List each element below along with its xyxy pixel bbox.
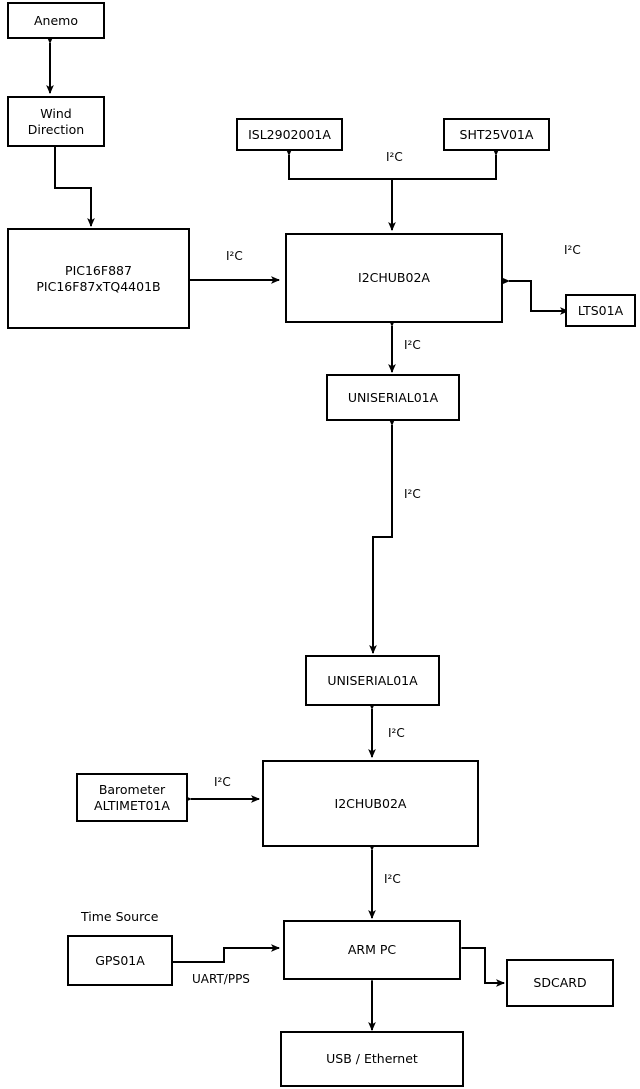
node-barometer-altimet01a-label: Barometer ALTIMET01A: [94, 781, 170, 813]
wire-armpc-sdcard: [454, 944, 505, 987]
node-i2chub02a-top-label: I2CHUB02A: [358, 270, 430, 286]
node-isl2902001a-label: ISL2902001A: [248, 126, 331, 142]
node-uniserial01a-top[interactable]: UNISERIAL01A: [326, 374, 460, 421]
wire-gps-armpc: [173, 944, 280, 963]
edge-label-i2c-hub-uniserial: I²C: [404, 338, 421, 352]
node-sdcard-label: SDCARD: [533, 975, 587, 991]
node-lts01a[interactable]: LTS01A: [565, 294, 636, 327]
wire-bus-isl: [285, 147, 392, 180]
node-usb-ethernet[interactable]: USB / Ethernet: [280, 1031, 464, 1087]
node-barometer-altimet01a[interactable]: Barometer ALTIMET01A: [76, 773, 188, 822]
wire-wind-pic: [51, 139, 95, 227]
node-i2chub02a-bottom-label: I2CHUB02A: [334, 795, 407, 811]
label-time-source: Time Source: [81, 909, 159, 924]
node-wind-direction-label: Wind Direction: [27, 105, 85, 137]
edge-label-i2c-hub-armpc: I²C: [384, 872, 401, 886]
node-arm-pc[interactable]: ARM PC: [283, 920, 461, 980]
edge-label-i2c-baro-hub: I²C: [214, 775, 231, 789]
node-arm-pc-label: ARM PC: [347, 942, 397, 958]
wire-uniserial-link: [369, 417, 396, 654]
node-uniserial01a-top-label: UNISERIAL01A: [347, 389, 439, 405]
node-gps01a-label: GPS01A: [95, 952, 145, 968]
wire-bus-sht: [392, 147, 500, 180]
node-anemo[interactable]: Anemo: [7, 2, 105, 39]
edge-label-i2c-hub-lts: I²C: [564, 243, 581, 257]
node-pic16f887[interactable]: PIC16F887 PIC16F87xTQ4401B: [7, 228, 190, 329]
node-i2chub02a-top[interactable]: I2CHUB02A: [285, 233, 503, 323]
node-gps01a[interactable]: GPS01A: [67, 935, 173, 986]
edge-label-i2c-pic-hub: I²C: [226, 249, 243, 263]
node-i2chub02a-bottom[interactable]: I2CHUB02A: [262, 760, 479, 847]
node-anemo-label: Anemo: [34, 12, 78, 28]
node-sdcard[interactable]: SDCARD: [506, 959, 614, 1007]
node-isl2902001a[interactable]: ISL2902001A: [236, 118, 343, 151]
wire-hubtop-lts: [501, 277, 569, 315]
edge-label-i2c-top-bus: I²C: [386, 150, 403, 164]
node-uniserial01a-bottom[interactable]: UNISERIAL01A: [305, 655, 440, 706]
node-usb-ethernet-label: USB / Ethernet: [326, 1051, 418, 1067]
node-pic16f887-label: PIC16F887 PIC16F87xTQ4401B: [36, 262, 161, 294]
node-lts01a-label: LTS01A: [577, 302, 624, 318]
node-wind-direction[interactable]: Wind Direction: [7, 96, 105, 147]
edge-label-i2c-uniserial-link: I²C: [404, 487, 421, 501]
node-sht25v01a[interactable]: SHT25V01A: [443, 118, 550, 151]
node-sht25v01a-label: SHT25V01A: [459, 126, 534, 142]
edge-label-i2c-uniserial-hub: I²C: [388, 726, 405, 740]
node-uniserial01a-bottom-label: UNISERIAL01A: [327, 672, 418, 688]
edge-label-uart-pps: UART/PPS: [192, 972, 250, 986]
